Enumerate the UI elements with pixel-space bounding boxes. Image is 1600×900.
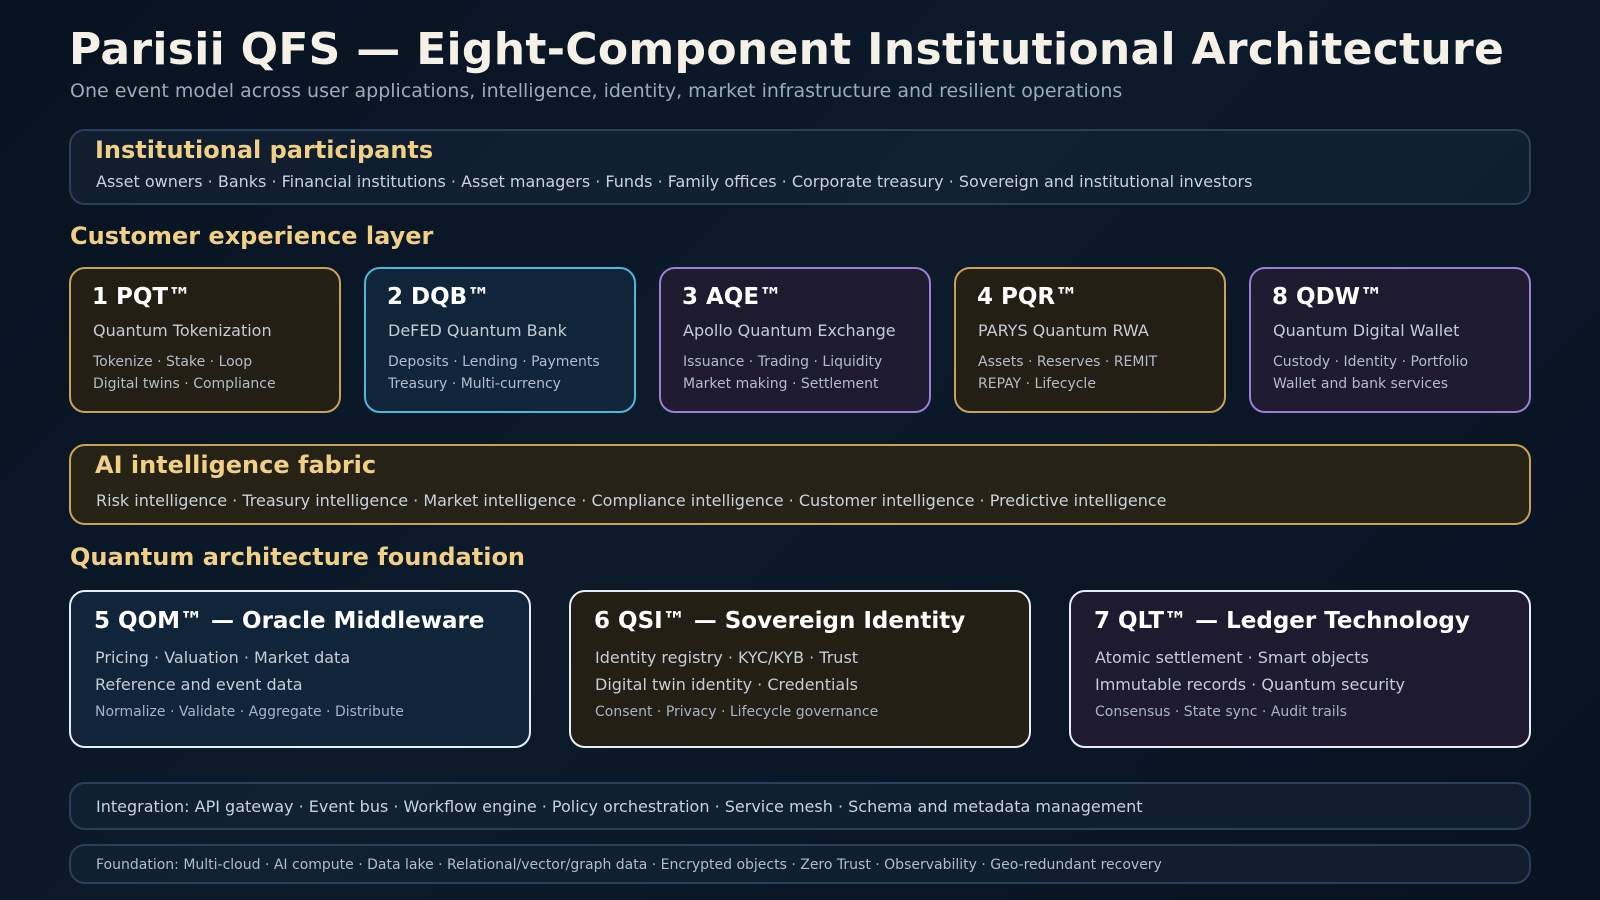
card-features: Market making · Settlement <box>683 376 879 392</box>
card-title: 7 QLT™ — Ledger Technology <box>1094 608 1470 634</box>
customer-layer-label: Customer experience layer <box>70 222 434 250</box>
component-card-dqb: 2 DQB™ DeFED Quantum Bank Deposits · Len… <box>364 267 636 413</box>
quantum-foundation-label: Quantum architecture foundation <box>70 543 526 571</box>
card-features: Tokenize · Stake · Loop <box>93 354 253 370</box>
card-features: Reference and event data <box>95 675 303 694</box>
component-card-qdw: 8 QDW™ Quantum Digital Wallet Custody · … <box>1249 267 1531 413</box>
component-card-pqt: 1 PQT™ Quantum Tokenization Tokenize · S… <box>69 267 341 413</box>
page-subtitle: One event model across user applications… <box>70 80 1123 102</box>
participants-title: Institutional participants <box>95 136 434 164</box>
component-card-qsi: 6 QSI™ — Sovereign Identity Identity reg… <box>569 590 1031 748</box>
component-card-aqe: 3 AQE™ Apollo Quantum Exchange Issuance … <box>659 267 931 413</box>
card-features: Digital twins · Compliance <box>93 376 276 392</box>
card-features: Identity registry · KYC/KYB · Trust <box>595 648 859 667</box>
card-features: Atomic settlement · Smart objects <box>1095 648 1369 667</box>
card-title: 5 QOM™ — Oracle Middleware <box>94 608 485 634</box>
foundation-text: Foundation: Multi-cloud · AI compute · D… <box>96 857 1162 873</box>
card-subtitle: Apollo Quantum Exchange <box>683 321 896 340</box>
card-title: 3 AQE™ <box>682 284 783 310</box>
card-features: Custody · Identity · Portfolio <box>1273 354 1469 370</box>
card-title: 1 PQT™ <box>92 284 192 310</box>
participants-text: Asset owners · Banks · Financial institu… <box>96 172 1253 191</box>
card-subtitle: DeFED Quantum Bank <box>388 321 567 340</box>
participants-band: Institutional participants Asset owners … <box>69 129 1531 205</box>
card-title: 2 DQB™ <box>387 284 491 310</box>
card-features: Assets · Reserves · REMIT <box>978 354 1158 370</box>
card-features: Deposits · Lending · Payments <box>388 354 600 370</box>
page-title: Parisii QFS — Eight-Component Institutio… <box>69 24 1505 75</box>
card-features: Issuance · Trading · Liquidity <box>683 354 883 370</box>
component-card-pqr: 4 PQR™ PARYS Quantum RWA Assets · Reserv… <box>954 267 1226 413</box>
card-title: 6 QSI™ — Sovereign Identity <box>594 608 966 634</box>
integration-band: Integration: API gateway · Event bus · W… <box>69 782 1531 830</box>
foundation-band: Foundation: Multi-cloud · AI compute · D… <box>69 844 1531 884</box>
component-card-qlt: 7 QLT™ — Ledger Technology Atomic settle… <box>1069 590 1531 748</box>
ai-fabric-band: AI intelligence fabric Risk intelligence… <box>69 444 1531 525</box>
card-subtitle: Quantum Digital Wallet <box>1273 321 1460 340</box>
card-details: Normalize · Validate · Aggregate · Distr… <box>95 704 404 720</box>
ai-fabric-text: Risk intelligence · Treasury intelligenc… <box>96 491 1167 510</box>
card-title: 4 PQR™ <box>977 284 1079 310</box>
card-details: Consent · Privacy · Lifecycle governance <box>595 704 879 720</box>
card-features: Treasury · Multi-currency <box>388 376 561 392</box>
card-subtitle: Quantum Tokenization <box>93 321 272 340</box>
card-title: 8 QDW™ <box>1272 284 1384 310</box>
integration-text: Integration: API gateway · Event bus · W… <box>96 797 1143 816</box>
card-features: Pricing · Valuation · Market data <box>95 648 351 667</box>
card-subtitle: PARYS Quantum RWA <box>978 321 1149 340</box>
ai-fabric-title: AI intelligence fabric <box>95 451 377 479</box>
card-details: Consensus · State sync · Audit trails <box>1095 704 1347 720</box>
card-features: Digital twin identity · Credentials <box>595 675 858 694</box>
card-features: Immutable records · Quantum security <box>1095 675 1405 694</box>
card-features: Wallet and bank services <box>1273 376 1448 392</box>
card-features: REPAY · Lifecycle <box>978 376 1096 392</box>
component-card-qom: 5 QOM™ — Oracle Middleware Pricing · Val… <box>69 590 531 748</box>
